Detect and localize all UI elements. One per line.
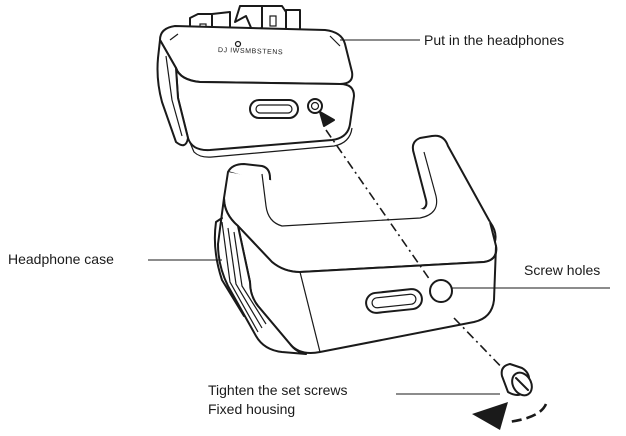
label-headphone-case: Headphone case [8, 251, 114, 267]
set-screw [500, 363, 533, 397]
headphone-audio-jack [307, 98, 323, 114]
headphone-module [156, 5, 355, 158]
label-tighten-set-screws: Tighten the set screws [208, 382, 348, 398]
headphone-usb-c-port [249, 99, 299, 119]
case-screw-hole [429, 279, 453, 303]
insertion-arrow-head [319, 111, 335, 127]
label-fixed-housing: Fixed housing [208, 401, 296, 417]
case-usb-slot [365, 288, 423, 314]
tighten-rotation-arrow [472, 402, 548, 430]
insertion-path [319, 111, 511, 377]
case-left-side [217, 197, 307, 355]
label-screw-holes: Screw holes [524, 262, 601, 278]
label-put-in-headphones: Put in the headphones [424, 32, 565, 48]
headphone-case-body [213, 134, 498, 355]
headphone-front-face [175, 67, 355, 152]
